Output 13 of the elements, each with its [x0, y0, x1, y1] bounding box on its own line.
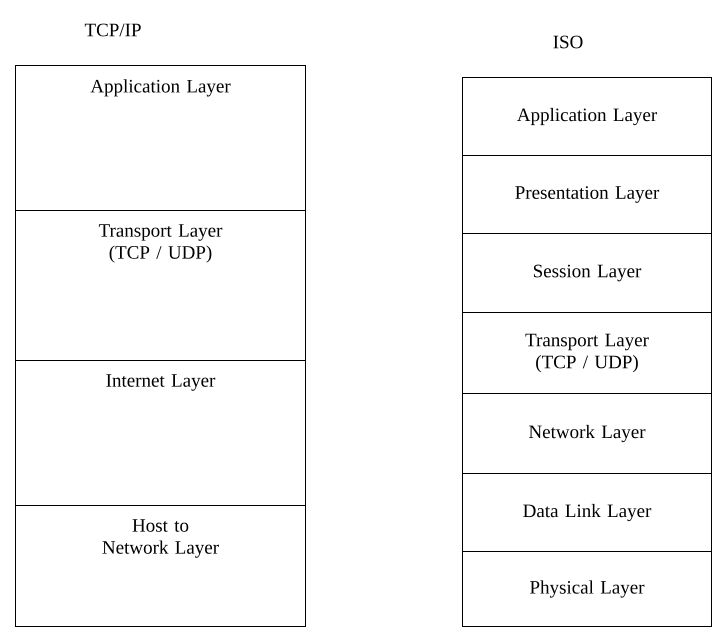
- layer-box: Transport Layer (TCP / UDP): [462, 312, 712, 394]
- stack-title: TCP/IP: [84, 24, 141, 36]
- layer-box: Application Layer: [15, 65, 306, 211]
- layer-box: Data Link Layer: [462, 473, 712, 552]
- layer-box: Presentation Layer: [462, 155, 712, 234]
- layer-box: Transport Layer (TCP / UDP): [15, 210, 306, 361]
- layer-box: Physical Layer: [462, 551, 712, 627]
- layer-box: Network Layer: [462, 393, 712, 474]
- layer-box: Application Layer: [462, 77, 712, 156]
- layer-box: Internet Layer: [15, 360, 306, 506]
- layer-box: Host to Network Layer: [15, 505, 306, 627]
- layer-box: Session Layer: [462, 233, 712, 313]
- stack-title: ISO: [553, 36, 583, 48]
